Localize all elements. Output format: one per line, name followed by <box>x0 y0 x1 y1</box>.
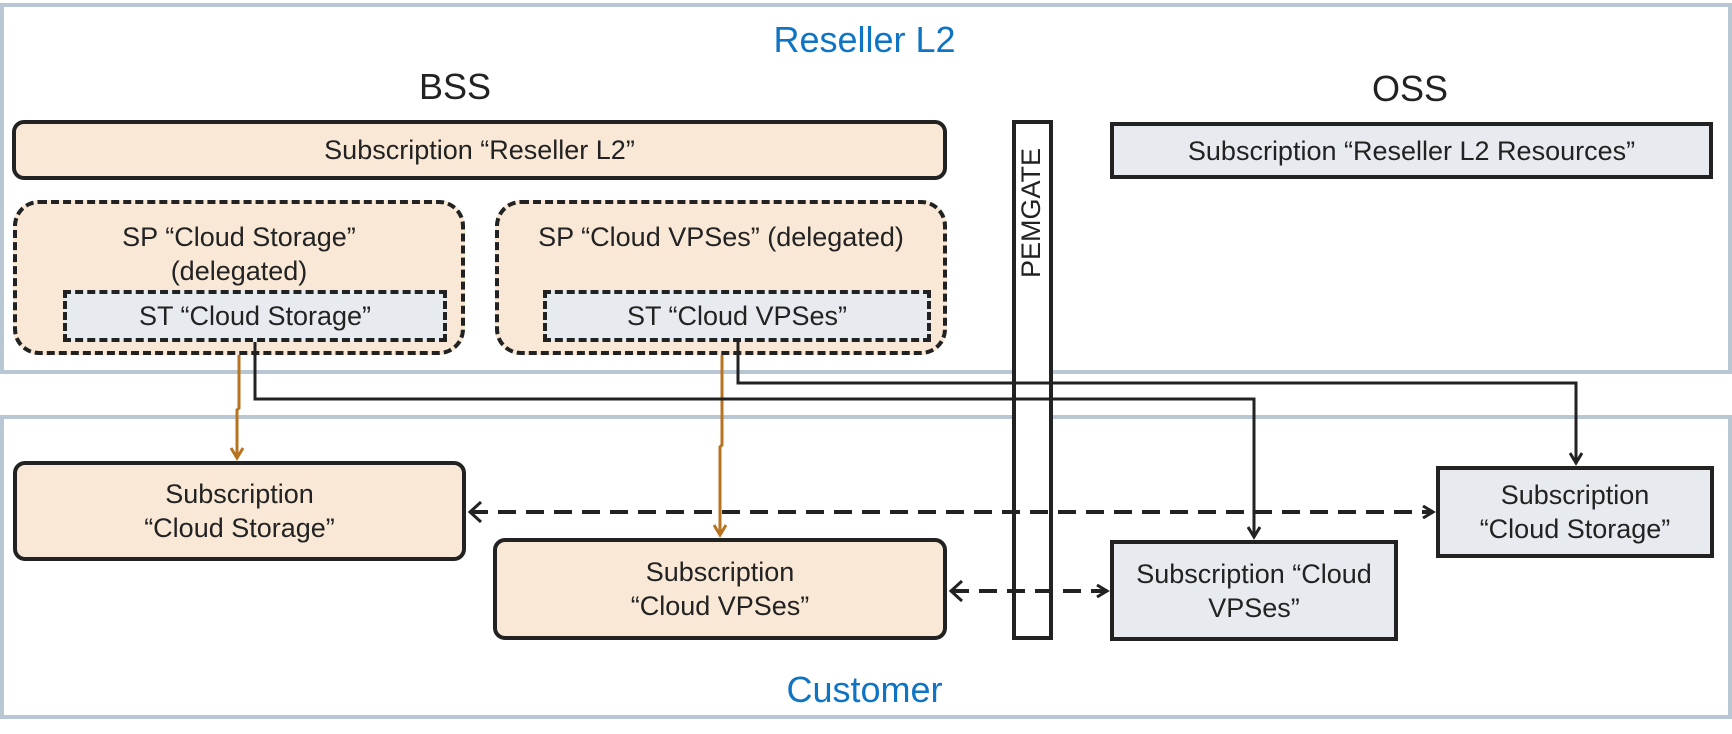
line2: “Cloud Storage” <box>1479 514 1671 544</box>
customer-subscription-cloud-storage-bss-label: Subscription “Cloud Storage” <box>144 477 335 545</box>
customer-frame: Customer <box>0 415 1732 719</box>
st-cloud-storage-label: ST “Cloud Storage” <box>138 301 372 331</box>
reseller-frame: Reseller L2 <box>0 3 1732 374</box>
link-st-vpses-to-bss-vpses <box>720 355 722 535</box>
link-st-vpses-to-oss-storage <box>736 342 1576 463</box>
arrowhead-left-storage <box>467 500 483 524</box>
link-st-storage-to-bss-storage <box>237 355 239 458</box>
line2: VPSes” <box>1208 592 1300 623</box>
bss-title: BSS <box>418 66 492 107</box>
subscription-reseller-l2-label: Subscription “Reseller L2” <box>324 135 635 165</box>
customer-subscription-cloud-storage-oss-label: Subscription “Cloud Storage” <box>1480 478 1671 546</box>
reseller-frame-title: Reseller L2 <box>773 19 956 60</box>
customer-subscription-cloud-vpses-bss-label: Subscription “Cloud VPSes” <box>631 555 810 623</box>
pemgate-bar <box>1012 120 1053 640</box>
link-st-storage-to-oss-vpses <box>253 342 1254 537</box>
st-cloud-vpses[interactable]: ST “Cloud VPSes” <box>543 290 931 342</box>
sp-cloud-storage-label: SP “Cloud Storage” (delegated) <box>122 220 356 288</box>
customer-subscription-cloud-vpses-oss-label: Subscription “Cloud VPSes” <box>1136 557 1372 625</box>
sp-cloud-storage-line1: SP “Cloud Storage” <box>122 222 356 252</box>
st-cloud-storage[interactable]: ST “Cloud Storage” <box>63 290 447 342</box>
subscription-reseller-l2-resources-label: Subscription “Reseller L2 Resources” <box>1187 135 1636 166</box>
oss-title: OSS <box>1371 68 1449 109</box>
sp-cloud-storage-line2: (delegated) <box>170 256 308 286</box>
sp-cloud-vpses[interactable]: SP “Cloud VPSes” (delegated) <box>495 200 947 355</box>
line1: Subscription “Cloud <box>1136 558 1372 589</box>
customer-subscription-cloud-storage-bss[interactable]: Subscription “Cloud Storage” <box>13 461 466 561</box>
subscription-reseller-l2[interactable]: Subscription “Reseller L2” <box>12 120 947 180</box>
sp-cloud-vpses-label: SP “Cloud VPSes” (delegated) <box>538 222 904 252</box>
arrowhead-left-vpses <box>948 579 964 603</box>
line1: Subscription <box>645 557 795 587</box>
line2: “Cloud Storage” <box>144 513 335 543</box>
customer-subscription-cloud-vpses-bss[interactable]: Subscription “Cloud VPSes” <box>493 538 947 640</box>
customer-frame-title: Customer <box>786 669 943 710</box>
subscription-reseller-l2-resources[interactable]: Subscription “Reseller L2 Resources” <box>1110 122 1713 179</box>
st-cloud-vpses-label: ST “Cloud VPSes” <box>626 301 848 331</box>
customer-subscription-cloud-storage-oss[interactable]: Subscription “Cloud Storage” <box>1436 466 1714 558</box>
customer-subscription-cloud-vpses-oss[interactable]: Subscription “Cloud VPSes” <box>1110 540 1398 641</box>
line1: Subscription <box>1500 480 1650 510</box>
line2: “Cloud VPSes” <box>630 591 810 621</box>
line1: Subscription <box>165 479 314 509</box>
